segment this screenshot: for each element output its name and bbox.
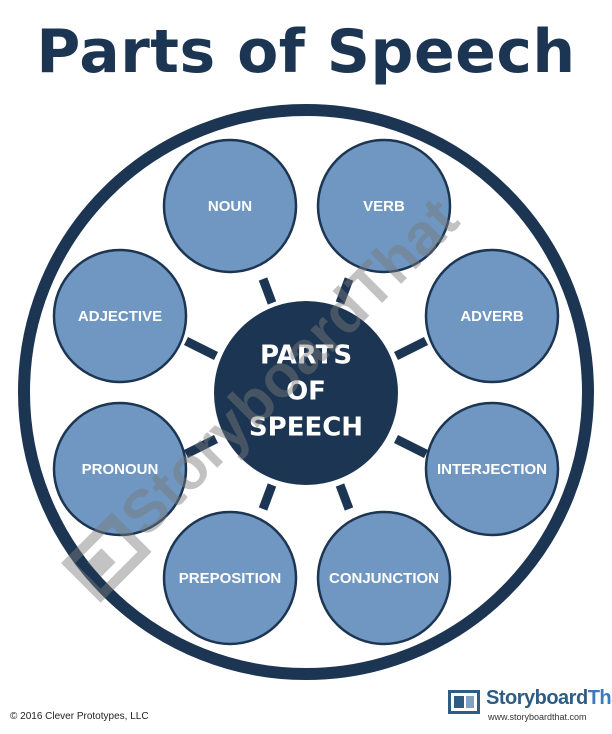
brand-name-bold: Storyboard: [486, 687, 588, 709]
spoke-adjective: [183, 336, 219, 361]
page-title: Parts of Speech: [36, 17, 576, 87]
center-label-line-1: PARTS: [260, 341, 352, 371]
spokes: [183, 277, 429, 511]
node-pronoun-label: PRONOUN: [82, 461, 159, 478]
node-noun-label: NOUN: [208, 198, 252, 215]
center-hub: [214, 301, 398, 485]
storyboard-logo-icon: [448, 690, 480, 714]
node-interjection-label: INTERJECTION: [437, 461, 547, 478]
node-interjection: INTERJECTION: [424, 401, 560, 537]
node-verb-label: VERB: [363, 198, 405, 215]
center-label-line-2: OF: [286, 377, 326, 407]
node-interjection-circle: [424, 401, 560, 537]
node-noun-circle: [162, 138, 298, 274]
node-noun: NOUN: [162, 138, 298, 274]
node-pronoun: PRONOUN: [52, 401, 188, 537]
node-preposition-label: PREPOSITION: [179, 570, 282, 587]
node-adjective: ADJECTIVE: [52, 248, 188, 384]
copyright-footer: © 2016 Clever Prototypes, LLC: [10, 711, 149, 722]
node-preposition: PREPOSITION: [162, 510, 298, 646]
brand-name: StoryboardThat: [486, 687, 612, 710]
spoke-pronoun: [183, 434, 219, 459]
spoke-verb: [335, 277, 354, 305]
node-adjective-circle: [52, 248, 188, 384]
watermark-logo-frame: [61, 512, 152, 603]
spoke-conjunction: [335, 483, 354, 511]
node-verb-circle: [316, 138, 452, 274]
brand-logo[interactable]: StoryboardThat www.storyboardthat.com: [448, 687, 612, 726]
node-preposition-circle: [162, 510, 298, 646]
node-adverb-label: ADVERB: [460, 308, 524, 325]
node-adverb: ADVERB: [424, 248, 560, 384]
spoke-noun: [258, 277, 277, 305]
node-conjunction-circle: [316, 510, 452, 646]
spoke-preposition: [258, 483, 277, 511]
center-label-line-3: SPEECH: [249, 413, 363, 443]
node-adverb-circle: [424, 248, 560, 384]
node-conjunction-label: CONJUNCTION: [329, 570, 439, 587]
node-pronoun-circle: [52, 401, 188, 537]
brand-url: www.storyboardthat.com: [488, 712, 587, 722]
node-verb: VERB: [316, 138, 452, 274]
node-conjunction: CONJUNCTION: [316, 510, 452, 646]
spoke-interjection: [393, 434, 429, 459]
brand-name-light: That: [587, 687, 612, 709]
outer-ring: [18, 104, 594, 680]
node-adjective-label: ADJECTIVE: [78, 308, 162, 325]
spoke-adverb: [393, 336, 429, 361]
